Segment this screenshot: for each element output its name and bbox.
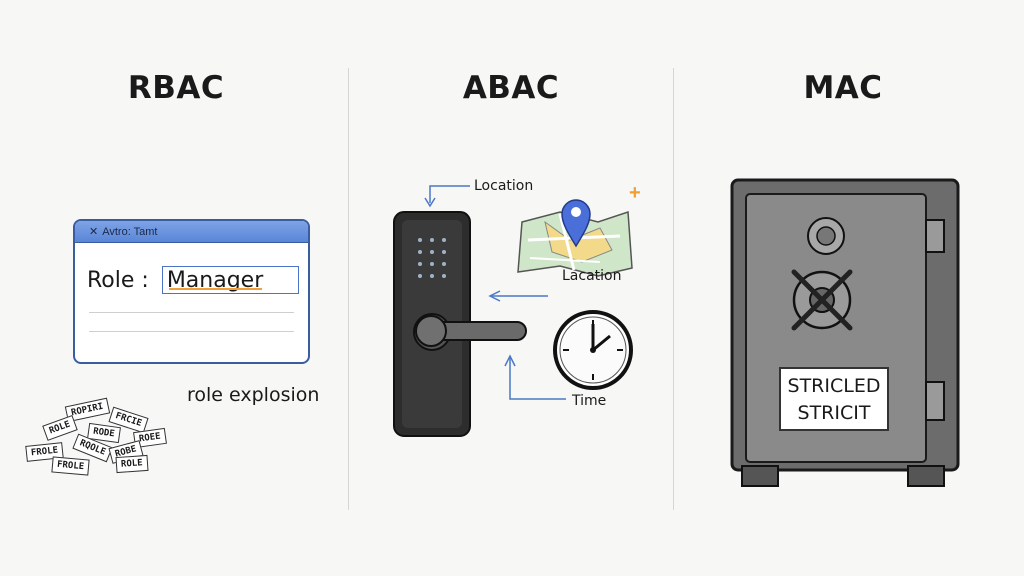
time-callout: Time [572, 393, 607, 409]
role-window-title: Avtro: Tamt [102, 225, 158, 238]
role-window: ✕ Avtro: Tamt Role : Manager [73, 219, 310, 364]
form-line [89, 331, 294, 332]
role-explosion-caption: role explosion [187, 384, 320, 406]
rbac-title: RBAC [127, 70, 225, 106]
abac-title: ABAC [462, 70, 560, 106]
role-label: Role : [87, 267, 149, 293]
role-window-titlebar: ✕ Avtro: Tamt [75, 221, 308, 243]
mac-panel: MAC [674, 0, 1024, 576]
abac-panel: ABAC [348, 0, 674, 576]
form-line [89, 312, 294, 313]
role-row: Role : Manager [87, 266, 299, 294]
divider-left [348, 68, 349, 510]
plus-icon: + [629, 182, 641, 204]
close-icon: ✕ [89, 226, 99, 238]
sign-line-2: STRICIT [797, 402, 871, 424]
map-location-label: Lacation [562, 268, 622, 284]
divider-right [673, 68, 674, 510]
sign-line-1: STRICLED [787, 375, 881, 397]
role-sticker: ROLE [115, 454, 149, 474]
role-sticker: FROLE [51, 456, 90, 476]
role-field[interactable]: Manager [161, 266, 299, 294]
rbac-panel: RBAC [0, 0, 348, 576]
mac-title: MAC [803, 70, 883, 106]
strict-sign: STRICLED STRICIT [779, 367, 889, 431]
location-callout: Location [474, 178, 534, 194]
